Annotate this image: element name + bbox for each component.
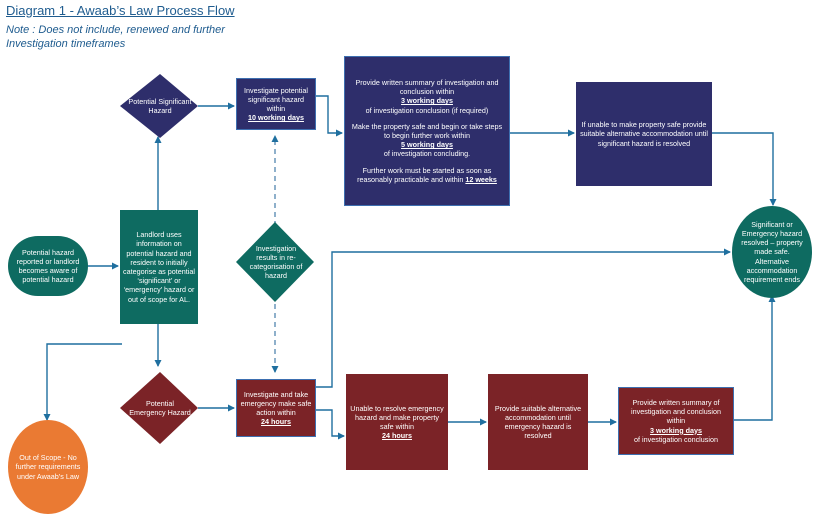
- arrow-investigate-emergency-to-resolved: [316, 248, 731, 388]
- oval-resolved: [732, 206, 812, 298]
- ws-deadline1: 3 working days: [401, 96, 453, 106]
- arrow-summary-emg-to-resolved: [734, 295, 776, 421]
- potential-hazard-text: Potential hazard reported or landlord be…: [16, 247, 80, 285]
- arrow-investigate-to-unable-resolve: [316, 409, 345, 440]
- resolved-node: Significant or Emergency hazard resolved…: [734, 208, 810, 296]
- potential-significant-text: Potential Significant Hazard: [128, 96, 192, 115]
- alt-accommodation-emergency-text: Provide suitable alternative accommodati…: [494, 403, 582, 441]
- ws-line2: of investigation conclusion (if required…: [365, 105, 489, 115]
- potential-emergency-text: Potential Emergency Hazard: [129, 398, 191, 417]
- ws-line3: Make the property safe and begin or take…: [351, 121, 503, 140]
- oval-out-of-scope: [8, 420, 88, 514]
- investigate-significant-text: Investigate potential significant hazard…: [244, 85, 308, 113]
- potential-significant-node: Potential Significant Hazard: [128, 82, 192, 130]
- potential-hazard-node: Potential hazard reported or landlord be…: [8, 236, 88, 296]
- diamond-investigation-results: [236, 222, 314, 302]
- resolved-text: Significant or Emergency hazard resolved…: [741, 219, 803, 284]
- out-of-scope-text: Out of Scope - No further requirements u…: [15, 453, 81, 481]
- wse-line2: of investigation conclusion: [634, 434, 718, 444]
- arrow-landlord-to-out-of-scope: [43, 343, 122, 421]
- oval-potential-hazard: [8, 236, 88, 296]
- wse-line1: Provide written summary of investigation…: [631, 397, 721, 426]
- page-title: Diagram 1 - Awaab’s Law Process Flow: [6, 3, 235, 18]
- unable-resolve-emergency-text: Unable to resolve emergency hazard and m…: [350, 403, 444, 431]
- investigation-results-node: Investigation results in re-categorisati…: [246, 236, 306, 288]
- diamond-potential-emergency: [120, 372, 198, 444]
- investigate-emergency-text: Investigate and take emergency make safe…: [240, 389, 312, 417]
- ws-line1: Provide written summary of investigation…: [355, 77, 499, 97]
- investigate-significant-node: Investigate potential significant hazard…: [236, 78, 316, 130]
- arrow-unable-safe-to-resolved: [712, 132, 777, 206]
- arrow-investigate-to-summary: [316, 95, 343, 137]
- written-summary-emergency-node: Provide written summary of investigation…: [618, 387, 734, 455]
- out-of-scope-node: Out of Scope - No further requirements u…: [10, 425, 86, 509]
- unable-safe-significant-text: If unable to make property safe provide …: [580, 120, 708, 148]
- landlord-categorise-node: Landlord uses information on potential h…: [120, 210, 198, 324]
- alt-accommodation-emergency-node: Provide suitable alternative accommodati…: [488, 374, 588, 470]
- investigation-results-text: Investigation results in re-categorisati…: [249, 243, 303, 281]
- investigate-emergency-node: Investigate and take emergency make safe…: [236, 379, 316, 437]
- ws-deadline2: 5 working days: [401, 140, 453, 150]
- diamond-potential-significant: [120, 74, 198, 138]
- ws-line4: of investigation concluding.: [383, 149, 471, 159]
- written-summary-significant-node: Provide written summary of investigation…: [344, 56, 510, 206]
- ws-line5: Further work must be started as soon as …: [357, 165, 492, 184]
- potential-emergency-node: Potential Emergency Hazard: [128, 386, 192, 430]
- wse-deadline: 3 working days: [650, 425, 702, 435]
- landlord-categorise-text: Landlord uses information on potential h…: [123, 230, 195, 304]
- unable-resolve-emergency-node: Unable to resolve emergency hazard and m…: [346, 374, 448, 470]
- page-note: Note : Does not include, renewed and fur…: [6, 24, 225, 50]
- investigate-significant-deadline: 10 working days: [248, 113, 304, 123]
- unable-resolve-emergency-deadline: 24 hours: [382, 431, 412, 441]
- ws-deadline3: 12 weeks: [465, 174, 497, 184]
- investigate-emergency-deadline: 24 hours: [261, 417, 291, 427]
- unable-safe-significant-node: If unable to make property safe provide …: [576, 82, 712, 186]
